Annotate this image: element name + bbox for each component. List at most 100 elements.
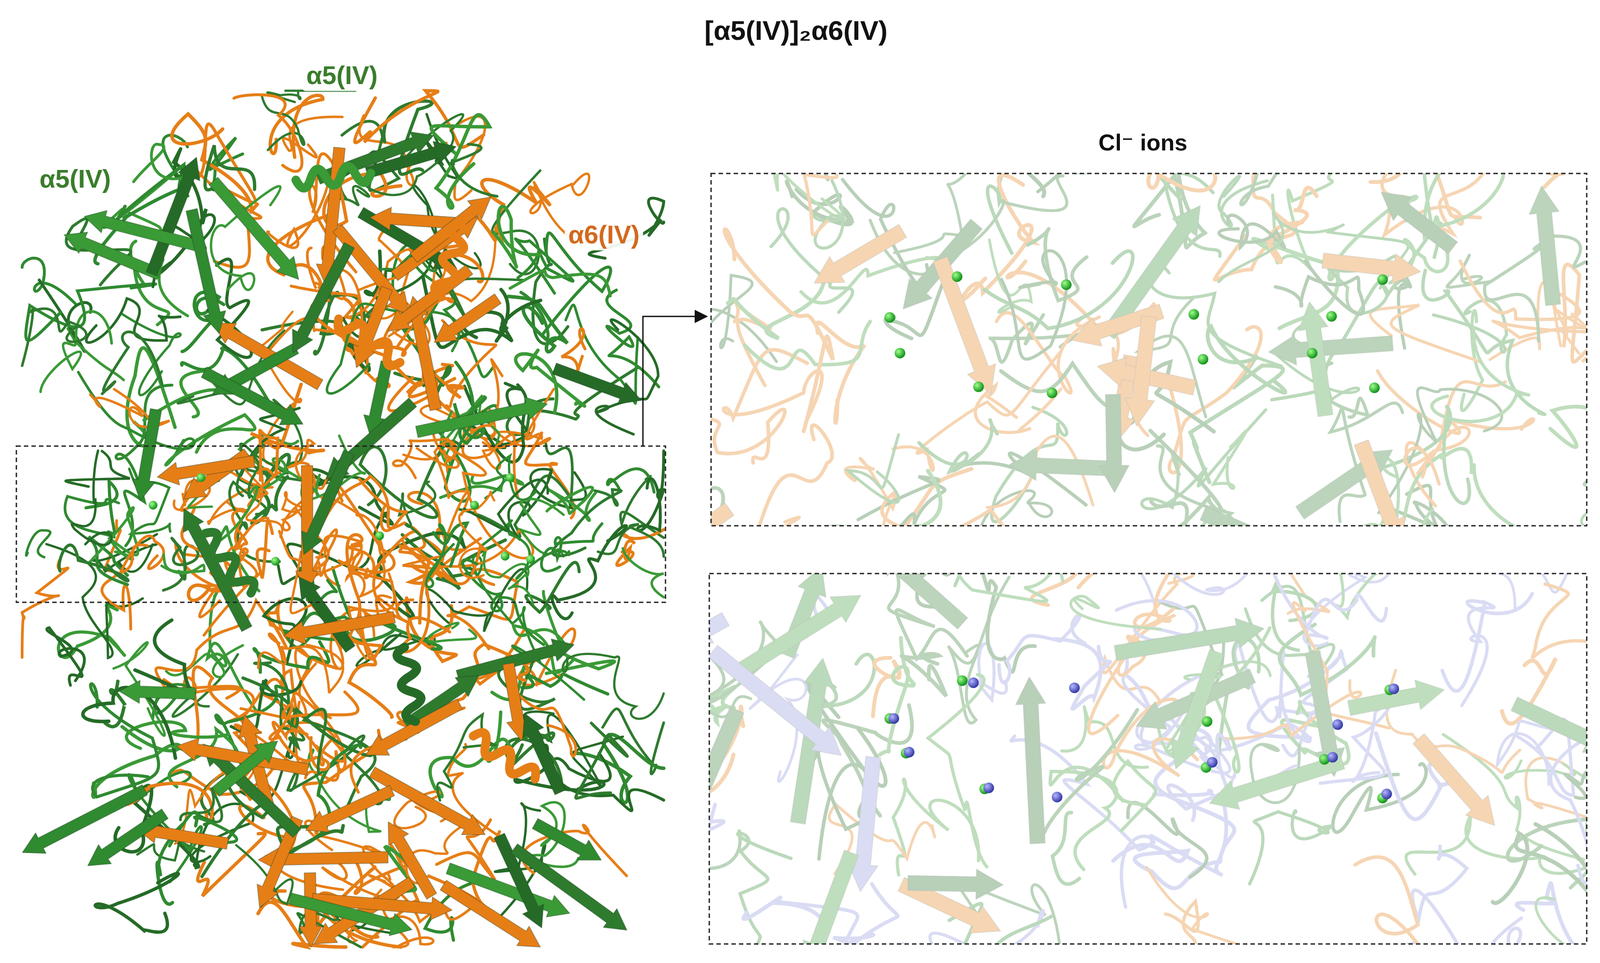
coil-loop	[1532, 584, 1587, 658]
beta-strand	[332, 224, 409, 315]
chloride-ion	[951, 271, 963, 282]
coil-loop	[71, 450, 112, 545]
coil-loop	[1386, 670, 1520, 773]
coil-loop	[441, 444, 533, 584]
beta-strand	[201, 367, 304, 425]
coil-loop	[1146, 867, 1285, 944]
beta-strand	[876, 573, 968, 629]
coil-loop	[709, 573, 751, 717]
faded-ribbon	[711, 173, 1587, 526]
coil-loop	[59, 545, 128, 581]
arrow-head	[694, 309, 708, 324]
coil-loop	[1190, 356, 1283, 483]
beta-strand	[185, 208, 226, 334]
coil-loop	[552, 525, 627, 619]
beta-strand	[365, 141, 457, 179]
coil-loop	[928, 674, 988, 867]
coil-loop	[155, 600, 302, 689]
chloride-ion	[1188, 308, 1200, 320]
coil-loop	[737, 517, 837, 526]
beta-strand	[301, 450, 355, 555]
coil-loop	[546, 487, 596, 521]
alpha-helix	[434, 224, 464, 297]
chain-label: α5(IV)	[302, 59, 381, 92]
coil-loop	[1497, 720, 1554, 785]
chloride-ion	[196, 473, 206, 482]
coil-loop	[120, 535, 164, 574]
coil-loop	[1267, 187, 1317, 262]
coil-loop	[25, 284, 156, 341]
coil-loop	[873, 657, 900, 716]
alpha-helix	[473, 732, 536, 779]
coil-loop	[485, 455, 536, 500]
coil-loop	[95, 873, 179, 932]
beta-strand	[814, 224, 907, 284]
coil-loop	[879, 637, 914, 755]
coil-loop	[492, 206, 540, 267]
coil-loop	[575, 723, 628, 799]
coil-loop	[462, 359, 519, 498]
beta-strand	[711, 503, 735, 526]
coil-loop	[1001, 250, 1067, 360]
beta-strand	[369, 207, 456, 231]
beta-strand	[298, 576, 355, 653]
chloride-ion	[957, 675, 968, 686]
coil-loop	[795, 470, 941, 526]
coil-loop	[1207, 326, 1286, 393]
coil-loop	[552, 753, 664, 811]
coil-loop	[1506, 897, 1587, 944]
coil-loop	[1491, 917, 1527, 944]
coil-loop	[847, 434, 899, 503]
beta-strand	[305, 785, 395, 833]
chloride-ion	[148, 500, 158, 510]
coil-loop	[999, 614, 1085, 683]
chloride-ion	[1377, 274, 1389, 285]
alpha-helix	[338, 319, 401, 366]
beta-strand	[209, 176, 300, 280]
coil-loop	[727, 276, 825, 339]
beta-strand	[552, 362, 642, 404]
alpha-helix	[396, 646, 422, 722]
chloride-ion	[526, 554, 535, 564]
coil-loop	[78, 372, 195, 451]
chloride-ion	[1381, 788, 1393, 800]
beta-strand	[1380, 192, 1458, 254]
coil-loop	[1460, 261, 1580, 320]
chloride-ion	[1332, 719, 1343, 730]
chloride-ion	[1197, 353, 1209, 365]
chloride-ion	[1061, 279, 1072, 290]
coil-loop	[881, 492, 1005, 526]
panel-heading: Cl⁻ ions	[1098, 129, 1188, 157]
coil-loop	[454, 362, 486, 444]
coil-loop	[1446, 253, 1490, 288]
coil-loop	[22, 308, 87, 366]
coil-loop	[426, 524, 454, 588]
beta-strand	[1347, 680, 1445, 716]
coil-loop	[948, 576, 1010, 724]
alpha-helix	[205, 532, 254, 593]
coil-loop	[774, 901, 905, 944]
beta-strand	[1099, 394, 1130, 493]
coil-loop	[279, 531, 362, 576]
coil-loop	[449, 144, 498, 197]
coil-loop	[1511, 173, 1566, 188]
chloride-ion	[375, 531, 385, 541]
coil-loop	[1054, 638, 1111, 709]
coil-loop	[1125, 573, 1253, 616]
coil-loop	[1165, 901, 1199, 945]
coil-loop	[1507, 818, 1587, 871]
coil-loop	[234, 94, 303, 172]
coil-loop	[1134, 573, 1178, 627]
panel-frame	[709, 573, 1587, 944]
coil-loop	[257, 430, 278, 481]
beta-strand	[183, 508, 252, 632]
beta-strand	[157, 455, 255, 486]
beta-strand	[440, 880, 541, 947]
beta-strand	[1170, 649, 1224, 770]
chloride-ion	[1207, 757, 1218, 768]
coil-loop	[65, 496, 120, 538]
coil-loop	[161, 554, 204, 574]
coil-loop	[1041, 709, 1138, 842]
coil-loop	[606, 289, 659, 387]
beta-strand	[1114, 618, 1265, 661]
